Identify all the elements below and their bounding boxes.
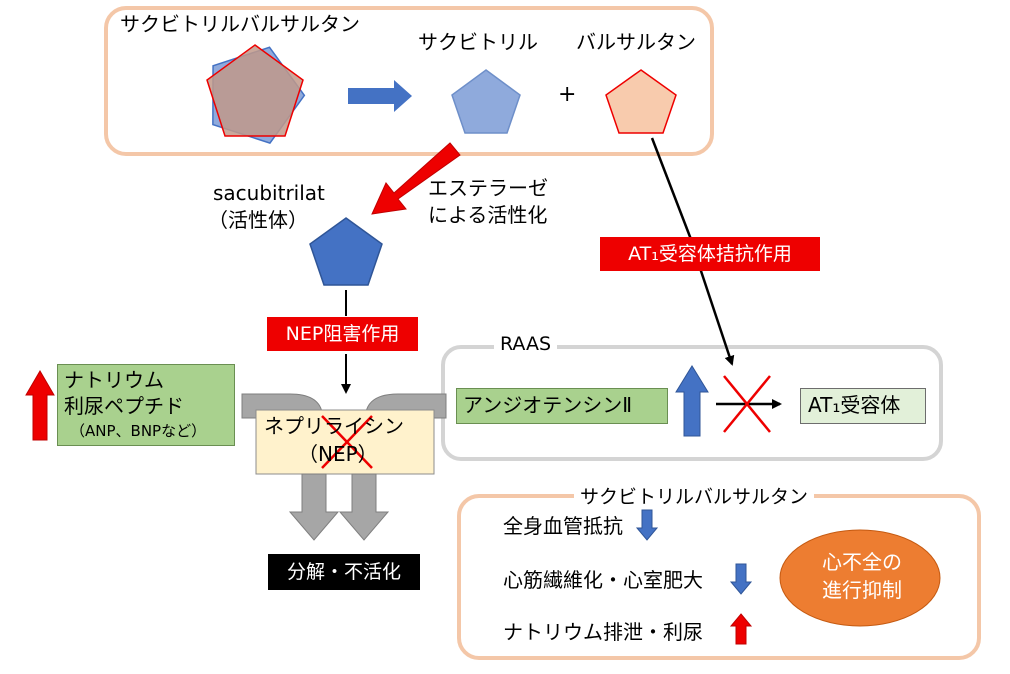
natriuretic-line2: 利尿ペプチド [64, 394, 184, 418]
degradation-arrow-right [338, 473, 390, 541]
natriuretic-line3: （ANP、BNPなど） [70, 422, 207, 440]
degradation-arrow-left [288, 473, 340, 541]
angiotensin-up-arrow [675, 365, 709, 437]
nep-x-mark [321, 415, 373, 469]
esterase-label-line2: による活性化 [428, 203, 548, 227]
natriuretic-peptide-box [57, 364, 235, 446]
split-arrow [348, 80, 412, 112]
neprilysin-box [255, 409, 435, 475]
esterase-label-line1: エステラーゼ [428, 176, 548, 200]
sacubitrilat-pentagon [309, 217, 383, 286]
valsartan-label: バルサルタン [576, 30, 696, 54]
outcome-line2: 進行抑制 [822, 578, 902, 602]
plus-sign: + [558, 82, 577, 107]
at1-receptor-box [800, 388, 926, 424]
fibrosis-down-arrow [729, 563, 753, 595]
combined-drug-label: サクビトリルバルサルタン [120, 12, 360, 36]
neprilysin-line1: ネプリライシン [264, 414, 404, 438]
natriuretic-line1: ナトリウム [64, 368, 164, 392]
drug-composition-box [104, 6, 714, 156]
raas-title: RAAS [494, 333, 558, 355]
angiotensin-box [456, 388, 668, 424]
neprilysin-line2: （NEP） [298, 442, 378, 466]
blocked-x-mark [723, 375, 771, 433]
esterase-arrow [371, 142, 461, 215]
at1-antagonism-line [650, 137, 694, 243]
outcome-ellipse [779, 529, 941, 627]
sacubitrilat-label: sacubitrilat [213, 181, 325, 205]
combined-drug-icon [206, 44, 306, 144]
nep-inhibition-tag: NEP阻害作用 [267, 317, 418, 351]
effect-fibrosis-hypertrophy: 心筋繊維化・心室肥大 [503, 568, 703, 592]
natriuresis-up-arrow [729, 613, 753, 645]
effect-natriuresis: ナトリウム排泄・利尿 [503, 620, 703, 644]
natriuretic-up-arrow [25, 370, 55, 441]
effects-title: サクビトリルバルサルタン [574, 482, 815, 509]
active-form-label: （活性体） [208, 208, 308, 232]
effect-vascular-resistance: 全身血管抵抗 [503, 514, 623, 538]
vascular-resistance-down-arrow [635, 509, 659, 541]
sacubitril-pentagon [451, 69, 521, 134]
at1-receptor-label: AT₁受容体 [808, 393, 901, 417]
valsartan-pentagon [605, 69, 677, 134]
angiotensin-label: アンジオテンシンⅡ [463, 393, 633, 417]
outcome-line1: 心不全の [822, 550, 902, 574]
degradation-tag: 分解・不活化 [268, 554, 420, 590]
at1-antagonism-tag: AT₁受容体拮抗作用 [600, 237, 820, 271]
sacubitril-label: サクビトリル [418, 30, 538, 54]
